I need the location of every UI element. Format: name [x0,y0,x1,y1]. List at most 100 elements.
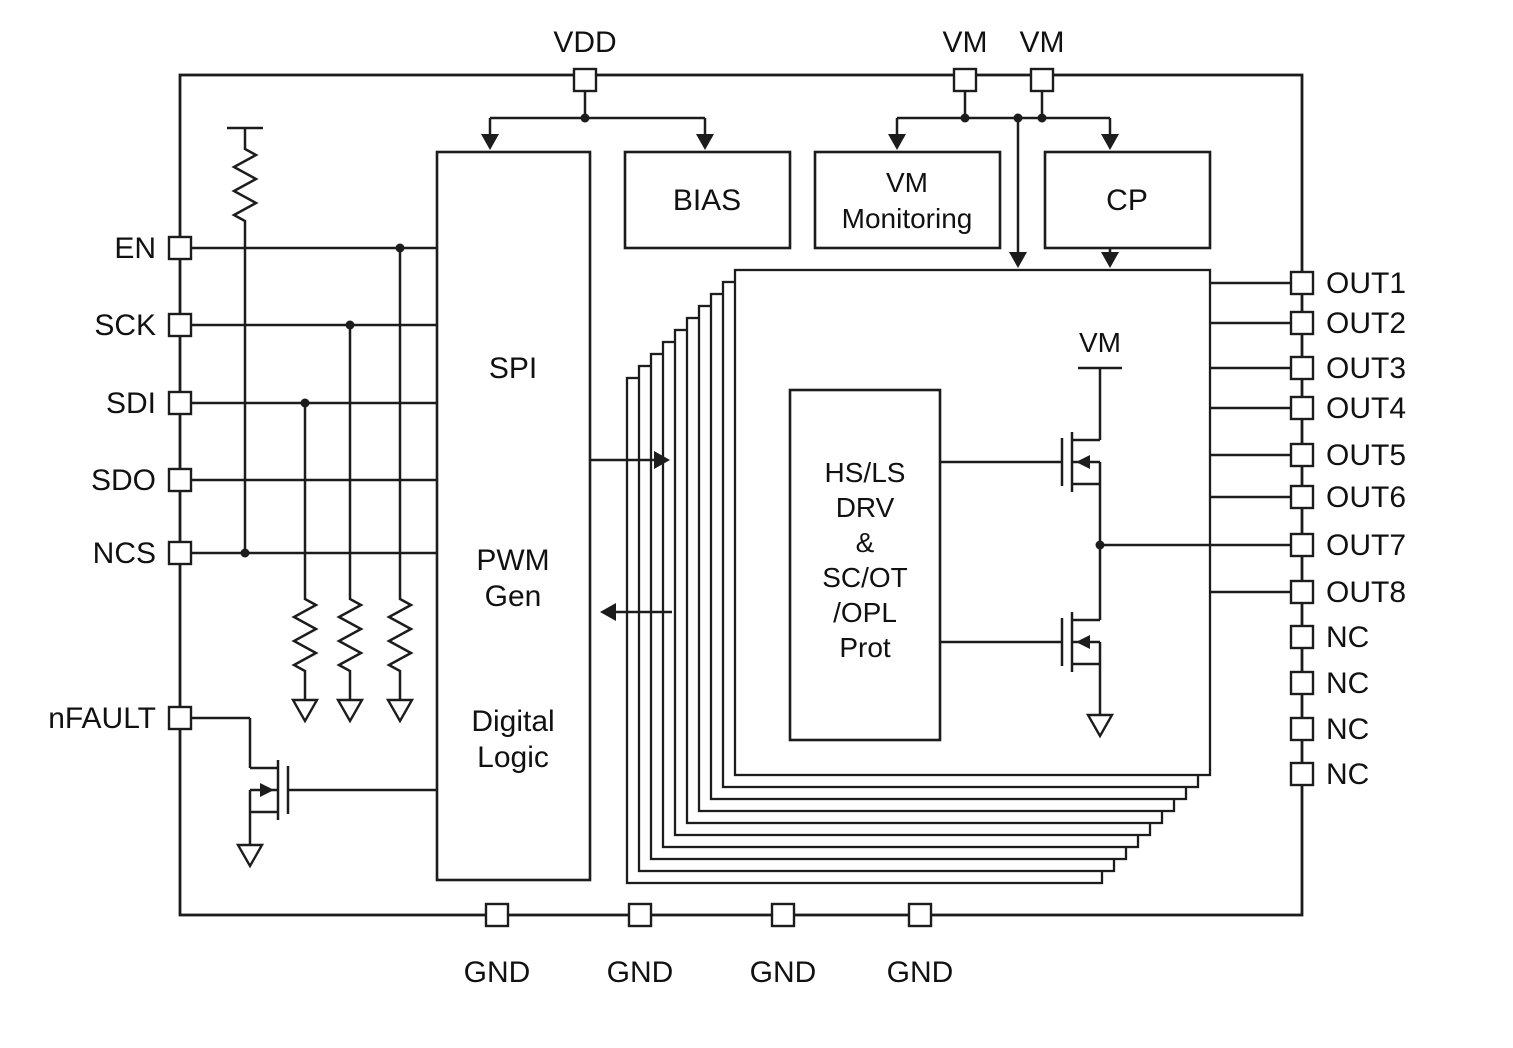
pin-ncs [167,540,193,566]
pin-out2-label: OUT2 [1326,307,1406,340]
block-hs-ls-drv: HS/LS DRV & SC/OT /OPL Prot [788,388,942,742]
digital-logic-label-line1: Digital [471,705,554,738]
block-vm-monitoring: VM Monitoring [813,150,1002,250]
vm-rail-label: VM [1079,327,1121,358]
junction-dot [240,548,250,558]
junction-dot [1037,113,1047,123]
ground-icon [236,843,264,868]
arrow-into-bias-icon [696,134,714,150]
pin-out2 [1289,310,1315,336]
top-supply-wiring [481,91,1119,268]
signal-wires [191,246,437,555]
arrow-vm-into-bridge-icon [1009,252,1027,268]
nfault-wires [191,716,437,845]
top-pins: VDD VM VM [553,26,1065,93]
mosfet-wires [940,366,1122,715]
left-pins: EN SCK SDI SDO NCS nFAULT [48,232,193,735]
right-pins: OUT1 OUT2 OUT3 OUT4 OUT5 OUT6 OUT7 OUT8 … [1289,267,1406,791]
pin-gnd2 [627,902,653,928]
pin-gnd1 [484,902,510,928]
output-wires [1100,281,1291,594]
ncs-pullup-resistor [227,126,263,558]
power-half-bridge-mosfets: VM [940,327,1122,738]
pin-vm-right [1029,67,1055,93]
spi-label: SPI [489,352,537,385]
arrow-into-spi-icon [481,134,499,150]
cp-block-outline [1043,150,1212,250]
block-bias: BIAS [623,150,792,250]
digital-logic-label-line2: Logic [477,741,549,774]
pin-out6-label: OUT6 [1326,481,1406,514]
cp-label: CP [1106,184,1148,217]
drv-label-line5: /OPL [833,597,897,628]
pin-out5 [1289,442,1315,468]
spi-to-bridge-arrow [590,451,670,469]
drv-label-line2: DRV [836,492,895,523]
junction-dot [395,243,405,253]
supply-wires [488,91,1112,256]
bias-block-outline [623,150,792,250]
pin-gnd3-label: GND [750,956,817,989]
pin-out8-label: OUT8 [1326,576,1406,609]
pin-out5-label: OUT5 [1326,439,1406,472]
pin-out1-label: OUT1 [1326,267,1406,300]
resistor-icon [292,593,318,677]
bias-label: BIAS [673,184,741,217]
pin-nc2-label: NC [1326,667,1369,700]
mosfet-icon [248,758,290,822]
pin-out8 [1289,579,1315,605]
ground-icon [291,698,319,723]
drv-label-line6: Prot [839,632,891,663]
pin-en [167,235,193,261]
junction-dot [300,398,310,408]
resistor-icon [232,143,258,227]
block-spi-pwm-digital-logic: SPI PWM Gen Digital Logic [435,150,592,882]
nfault-open-drain-circuit [191,716,437,868]
spi-block-outline [435,150,592,882]
pin-out1 [1289,270,1315,296]
junction-dot [580,113,590,123]
left-pin-wiring [191,246,437,555]
junction-dot [1013,113,1023,123]
pin-sck [167,312,193,338]
pin-nc3 [1289,716,1315,742]
pin-out3-label: OUT3 [1326,352,1406,385]
pin-nc1 [1289,624,1315,650]
drv-label-line4: SC/OT [822,562,908,593]
arrow-left-icon [600,603,616,621]
arrow-into-vm-monitoring-icon [888,134,906,150]
pin-gnd4 [907,902,933,928]
pin-out7-label: OUT7 [1326,529,1406,562]
drv-label-line1: HS/LS [825,457,906,488]
pin-vdd-label: VDD [553,26,616,59]
pin-nc2 [1289,670,1315,696]
arrow-into-cp-icon [1101,134,1119,150]
pin-nc1-label: NC [1326,621,1369,654]
pin-nc4-label: NC [1326,758,1369,791]
pin-ncs-label: NCS [93,537,156,570]
pullup-wire [227,126,263,553]
pin-gnd4-label: GND [887,956,954,989]
pin-out6 [1289,484,1315,510]
bridge-to-spi-arrow [600,603,672,621]
ground-icon [336,698,364,723]
junction-dot [345,320,355,330]
pin-vm-left-label: VM [943,26,988,59]
pin-sck-label: SCK [94,309,156,342]
pin-vdd [572,67,598,93]
pulldown-resistors [291,243,414,723]
ground-icon [386,698,414,723]
resistor-icon [337,593,363,677]
pin-nc4 [1289,761,1315,787]
pin-sdi-label: SDI [106,387,156,420]
vm-monitoring-label-line1: VM [886,167,928,198]
pin-vm-right-label: VM [1020,26,1065,59]
pin-vm-left [952,67,978,93]
pin-sdo [167,467,193,493]
pin-gnd1-label: GND [464,956,531,989]
bottom-pins: GND GND GND GND [464,902,954,989]
pin-out4 [1289,395,1315,421]
block-cp: CP [1043,150,1212,250]
